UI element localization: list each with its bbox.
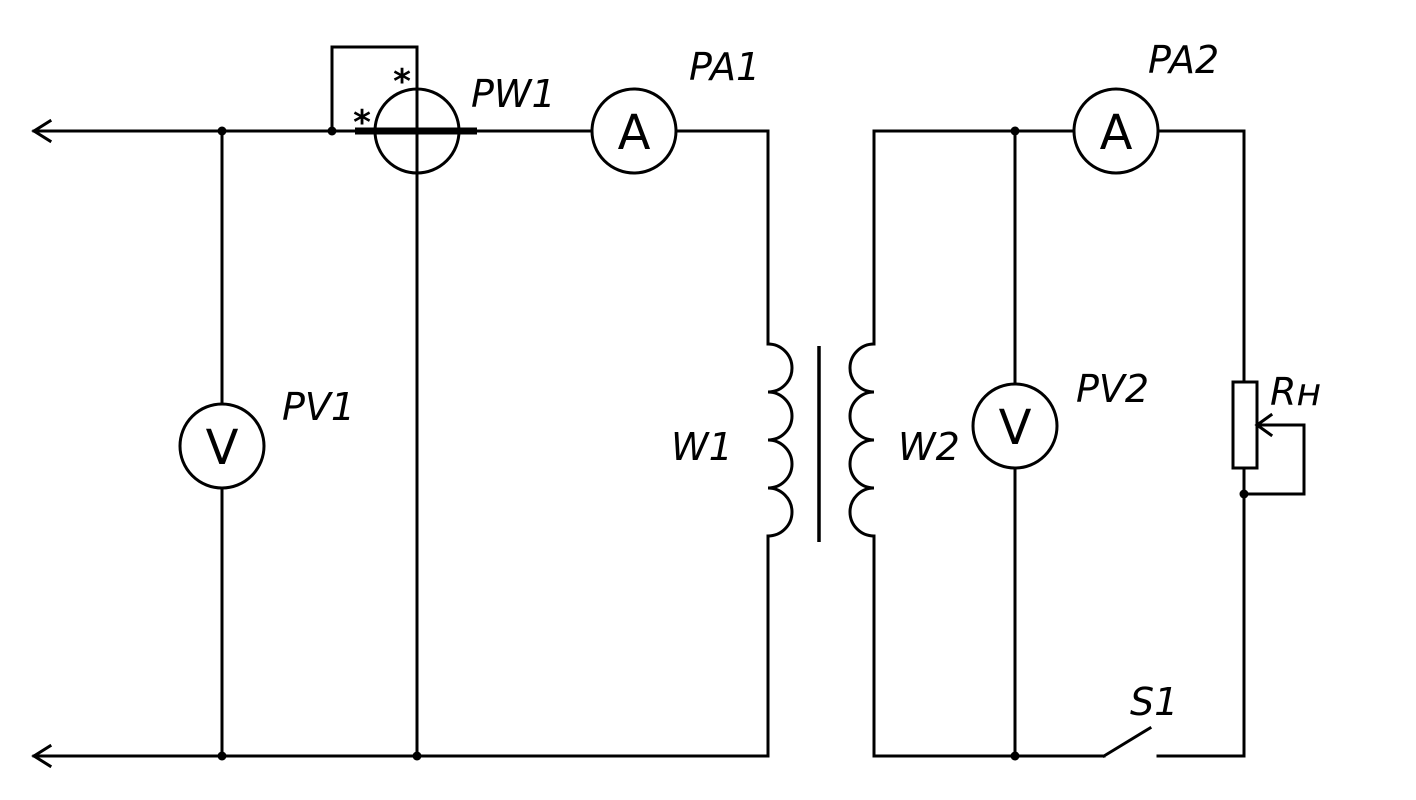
pw1-current-polarity-mark: * (353, 103, 371, 143)
junction-dot (327, 126, 337, 136)
label-w2: W2 (898, 425, 960, 469)
w2-to-bottom-wire (872, 534, 1106, 758)
voltmeter-pv2-symbol: V (999, 400, 1032, 456)
voltmeter-pv1-symbol: V (206, 420, 239, 476)
secondary-circuit: A V (848, 87, 1306, 761)
junction-dot (412, 751, 422, 761)
load-resistor-rh (1231, 380, 1259, 470)
component-labels: PW1 PA1 PA2 PV1 PV2 W1 W2 Rн S1 (282, 38, 1321, 724)
rheostat-slider-arrow-icon (1254, 412, 1274, 438)
primary-circuit: V * * A (31, 45, 794, 769)
winding-w1-coil (766, 342, 794, 538)
label-rh: Rн (1270, 370, 1321, 414)
junction-dot (1239, 489, 1249, 499)
label-pv2: PV2 (1076, 367, 1149, 411)
label-w1: W1 (671, 425, 733, 469)
label-pw1: PW1 (471, 72, 556, 116)
ammeter-pa2-symbol: A (1100, 105, 1133, 161)
label-s1: S1 (1130, 680, 1178, 724)
pa2-to-load-wire (1156, 129, 1246, 384)
winding-w2-coil (848, 342, 876, 538)
label-pa2: PA2 (1148, 38, 1219, 82)
pw1-voltage-coil-loop (330, 45, 419, 133)
label-pv1: PV1 (282, 385, 355, 429)
pw1-voltage-polarity-mark: * (393, 62, 411, 102)
junction-dot (217, 126, 227, 136)
junction-dot (1010, 751, 1020, 761)
junction-dot (217, 751, 227, 761)
bottom-supply-arrow-icon (31, 743, 53, 769)
switch-s1-blade (1101, 725, 1153, 759)
ammeter-pa1-symbol: A (618, 105, 651, 161)
rheostat-slider-loop (1242, 423, 1306, 496)
top-supply-arrow-icon (31, 118, 53, 144)
junction-dot (1010, 126, 1020, 136)
label-pa1: PA1 (689, 45, 760, 89)
w2-to-top-wire (872, 129, 1076, 346)
pa1-to-w1-wire (674, 129, 770, 346)
voltmeter-pv2-circle (971, 382, 1059, 470)
voltmeter-pv1-circle (178, 402, 266, 490)
